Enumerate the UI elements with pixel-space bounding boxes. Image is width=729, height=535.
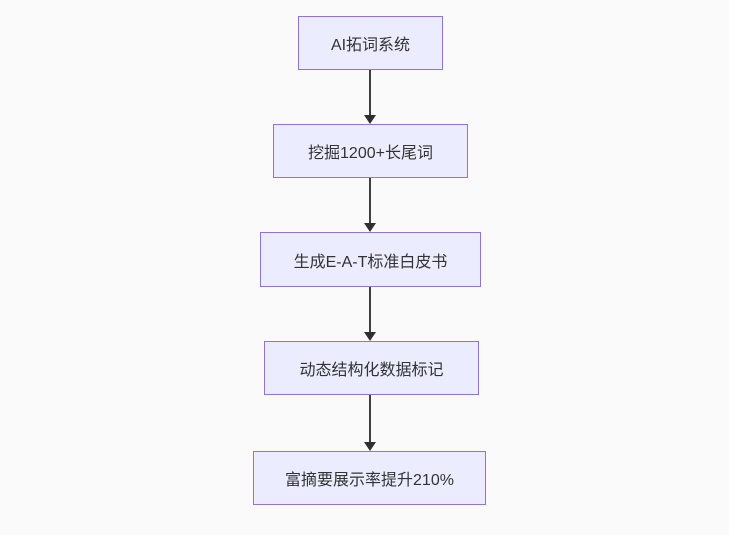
arrow-down-icon xyxy=(364,332,376,341)
edge-line xyxy=(369,178,371,224)
flowchart-edge xyxy=(363,178,377,232)
flowchart-edge xyxy=(363,395,377,451)
edge-line xyxy=(369,395,371,443)
node-label: 富摘要展示率提升210% xyxy=(285,472,454,489)
flowchart-node-eat-whitepaper: 生成E-A-T标准白皮书 xyxy=(260,232,481,287)
arrow-down-icon xyxy=(364,442,376,451)
node-label: 生成E-A-T标准白皮书 xyxy=(293,253,448,271)
edge-line xyxy=(369,70,371,116)
flowchart-node-longtail-words: 挖掘1200+长尾词 xyxy=(273,124,468,178)
edge-line xyxy=(369,287,371,333)
node-label: 动态结构化数据标记 xyxy=(299,362,444,379)
arrow-down-icon xyxy=(364,115,376,124)
flowchart-edge xyxy=(363,287,377,341)
flowchart-node-structured-data: 动态结构化数据标记 xyxy=(264,341,479,395)
arrow-down-icon xyxy=(364,223,376,232)
node-label: AI拓词系统 xyxy=(330,37,411,54)
flowchart-node-ai-word-system: AI拓词系统 xyxy=(298,16,443,70)
flowchart-edge xyxy=(363,70,377,124)
node-label: 挖掘1200+长尾词 xyxy=(308,145,433,162)
flowchart-node-rich-snippet-result: 富摘要展示率提升210% xyxy=(253,451,486,505)
